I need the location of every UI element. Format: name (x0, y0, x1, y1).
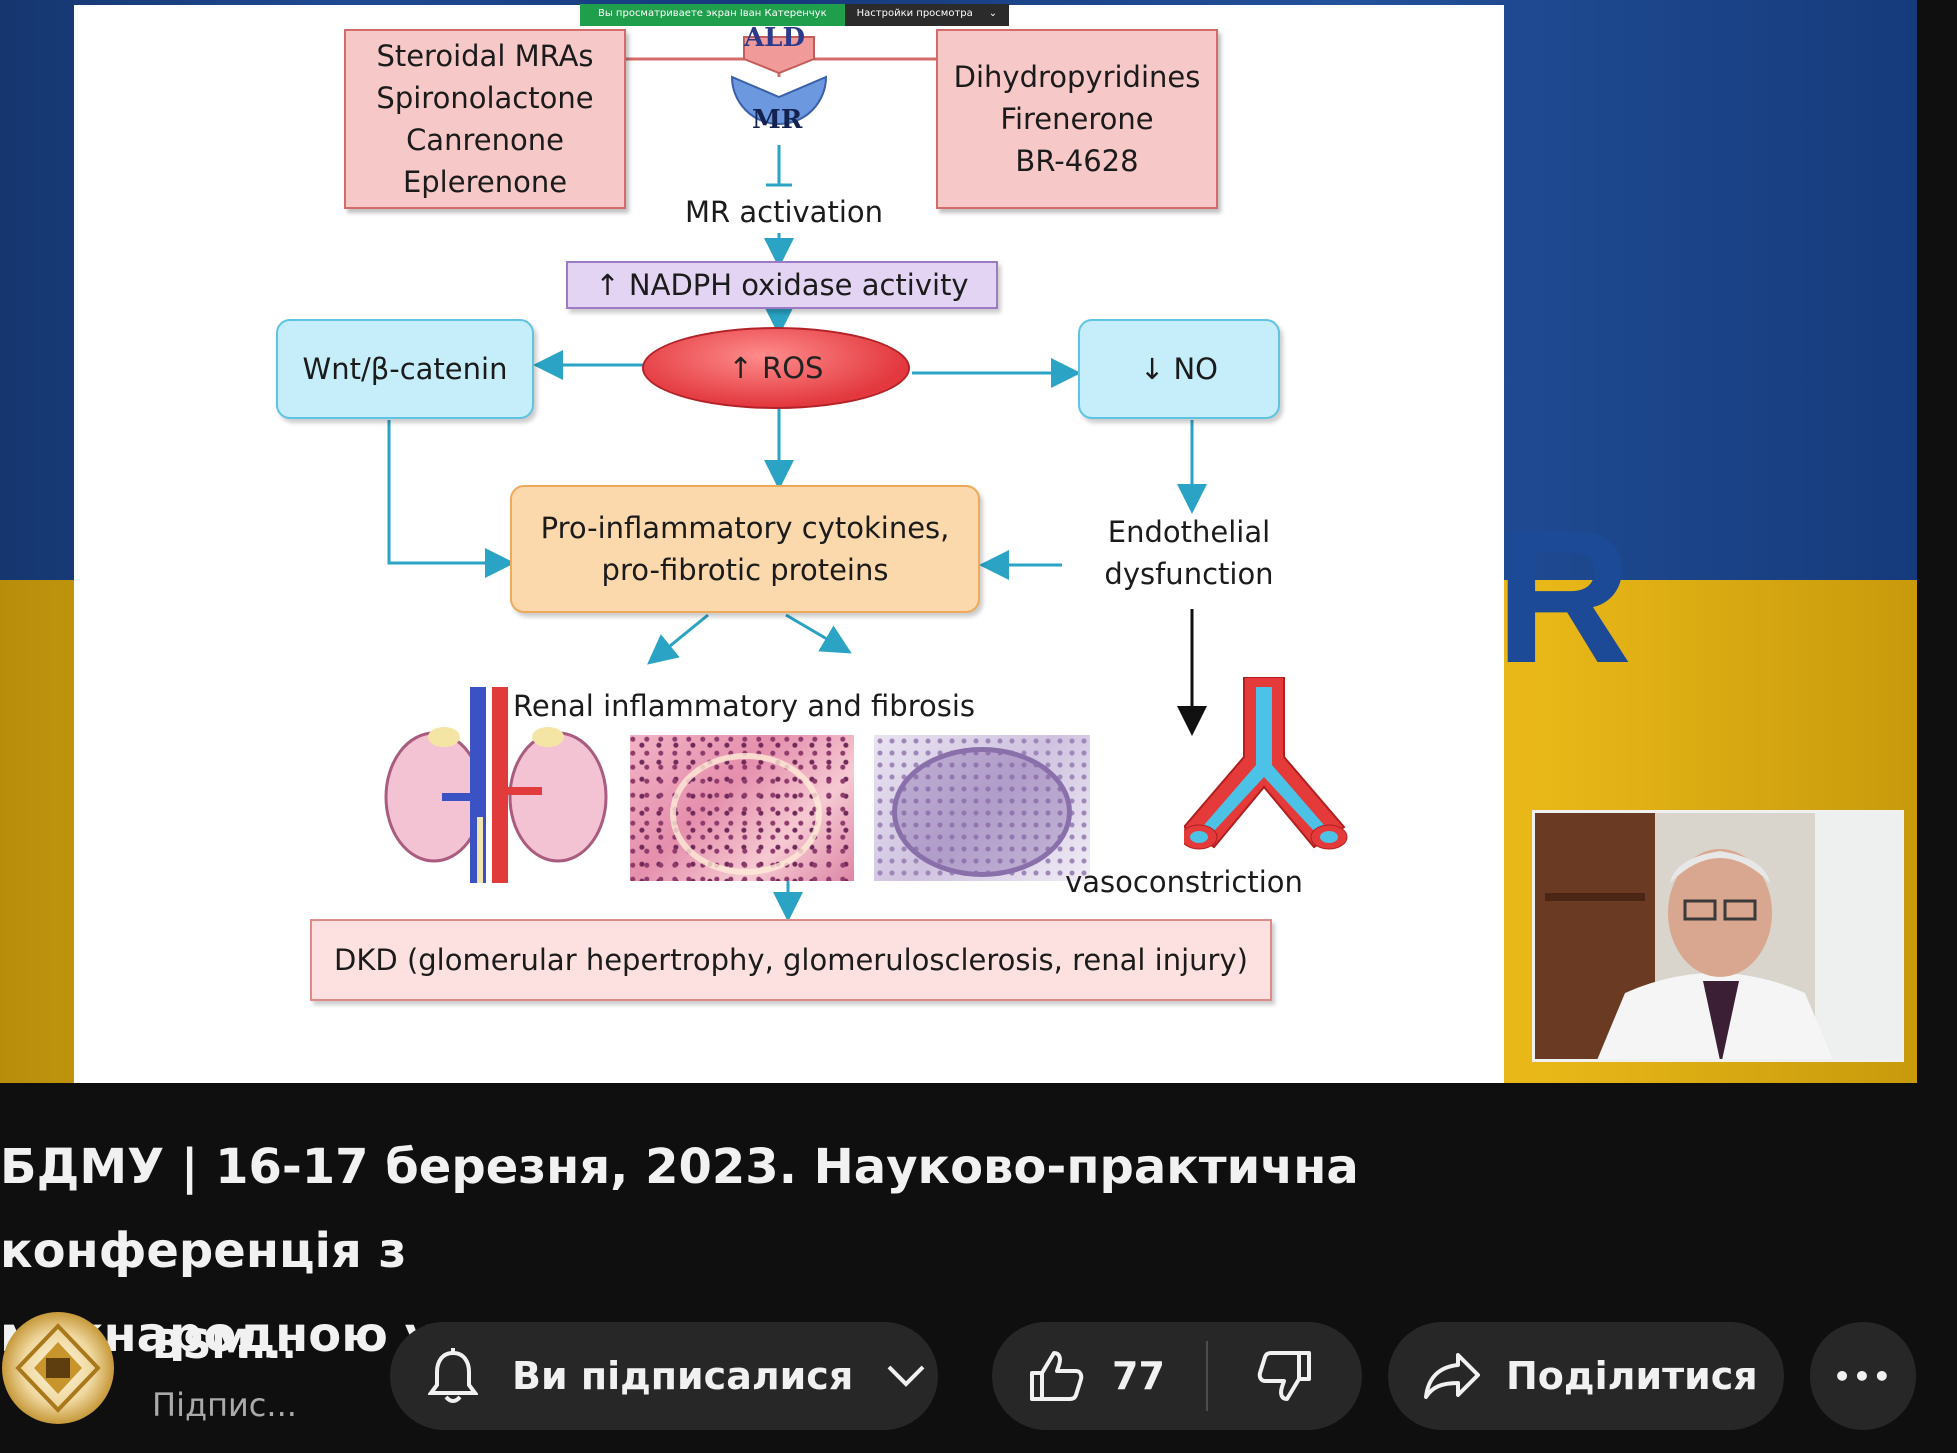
like-button[interactable]: 77 (992, 1322, 1206, 1430)
steroidal-item: Spironolactone (376, 81, 594, 115)
cytokines-box: Pro-inflammatory cytokines, pro-fibrotic… (510, 485, 980, 613)
dislike-button[interactable] (1208, 1322, 1362, 1430)
subscribed-button[interactable]: Ви підписалися (390, 1322, 938, 1430)
more-actions-button[interactable]: ••• (1810, 1322, 1916, 1430)
wnt-box: Wnt/β-catenin (276, 319, 534, 419)
nonsteroidal-item: BR-4628 (1015, 144, 1139, 178)
share-icon (1422, 1351, 1482, 1401)
receptor-shape (730, 36, 828, 125)
mr-activation-label: MR activation (684, 195, 883, 229)
subscribed-label: Ви підписалися (512, 1354, 854, 1398)
cytokines-line: pro-fibrotic proteins (601, 553, 889, 587)
chevron-down-icon: ⌄ (988, 8, 998, 19)
share-button[interactable]: Поділитися (1388, 1322, 1784, 1430)
diagram-arrows (387, 57, 1207, 922)
vasoconstriction-label: vasoconstriction (1065, 865, 1303, 899)
share-label: Поділитися (1506, 1354, 1758, 1398)
like-divider (1206, 1341, 1208, 1411)
video-player[interactable]: R Вы просматриваете экран Іван Катеренчу… (0, 0, 1917, 1083)
nonsteroidal-item: Dihydropyridines (953, 60, 1201, 94)
renal-label: Renal inflammatory and fibrosis (512, 689, 976, 723)
steroidal-item: Steroidal MRAs (376, 39, 594, 73)
speaker-image (1535, 813, 1901, 1059)
video-title-line: БДМУ | 16-17 березня, 2023. Науково-прак… (0, 1139, 1359, 1279)
view-options-button[interactable]: Настройки просмотра ⌄ (844, 4, 1010, 26)
kidney-illustration (384, 687, 608, 883)
channel-logo-icon (15, 1323, 101, 1413)
view-options-label: Настройки просмотра (856, 8, 973, 19)
presentation-slide: ALD MR Steroidal MRAs Spironolactone Can… (74, 5, 1504, 1083)
background-letter: R (1495, 491, 1633, 703)
mr-label: MR (752, 105, 803, 135)
dkd-box: DKD (glomerular hepertrophy, glomerulosc… (310, 919, 1272, 1001)
like-dislike-group: 77 (992, 1322, 1362, 1430)
screen-share-banner: Вы просматриваете экран Іван Катеренчук (580, 4, 845, 26)
thumbs-down-icon (1257, 1349, 1313, 1403)
nonsteroidal-item: Firenerone (1000, 102, 1154, 136)
no-box: ↓ NO (1078, 319, 1280, 419)
nonsteroidal-box: Dihydropyridines Firenerone BR-4628 (936, 29, 1218, 209)
histology-image-2 (874, 735, 1090, 881)
ros-oval: ↑ ROS (642, 327, 910, 409)
more-icon: ••• (1833, 1359, 1893, 1393)
thumbs-up-icon (1028, 1349, 1084, 1403)
screen-share-bar: Вы просматриваете экран Іван Катеренчук … (580, 4, 1010, 26)
cytokines-line: Pro-inflammatory cytokines, (540, 511, 950, 545)
channel-subscribers: Підпис... (152, 1386, 297, 1424)
endothelial-line: dysfunction (1104, 557, 1274, 591)
bell-icon (428, 1347, 478, 1405)
ald-label: ALD (744, 23, 806, 53)
like-count: 77 (1112, 1354, 1165, 1398)
channel-name[interactable]: BSM... (152, 1322, 297, 1368)
histology-image-1 (630, 735, 854, 881)
nadph-box: ↑ NADPH oxidase activity (566, 261, 998, 309)
vessel-illustration (1184, 677, 1348, 850)
endothelial-label: Endothelial dysfunction (1064, 511, 1314, 595)
channel-avatar[interactable] (2, 1312, 114, 1424)
steroidal-item: Canrenone (406, 123, 564, 157)
chevron-down-icon (887, 1365, 925, 1387)
speaker-webcam (1532, 810, 1904, 1062)
endothelial-line: Endothelial (1107, 515, 1271, 549)
steroidal-item: Eplerenone (402, 165, 568, 199)
steroidal-mra-box: Steroidal MRAs Spironolactone Canrenone … (344, 29, 626, 209)
ald-mr-receptor: ALD MR (726, 19, 832, 149)
